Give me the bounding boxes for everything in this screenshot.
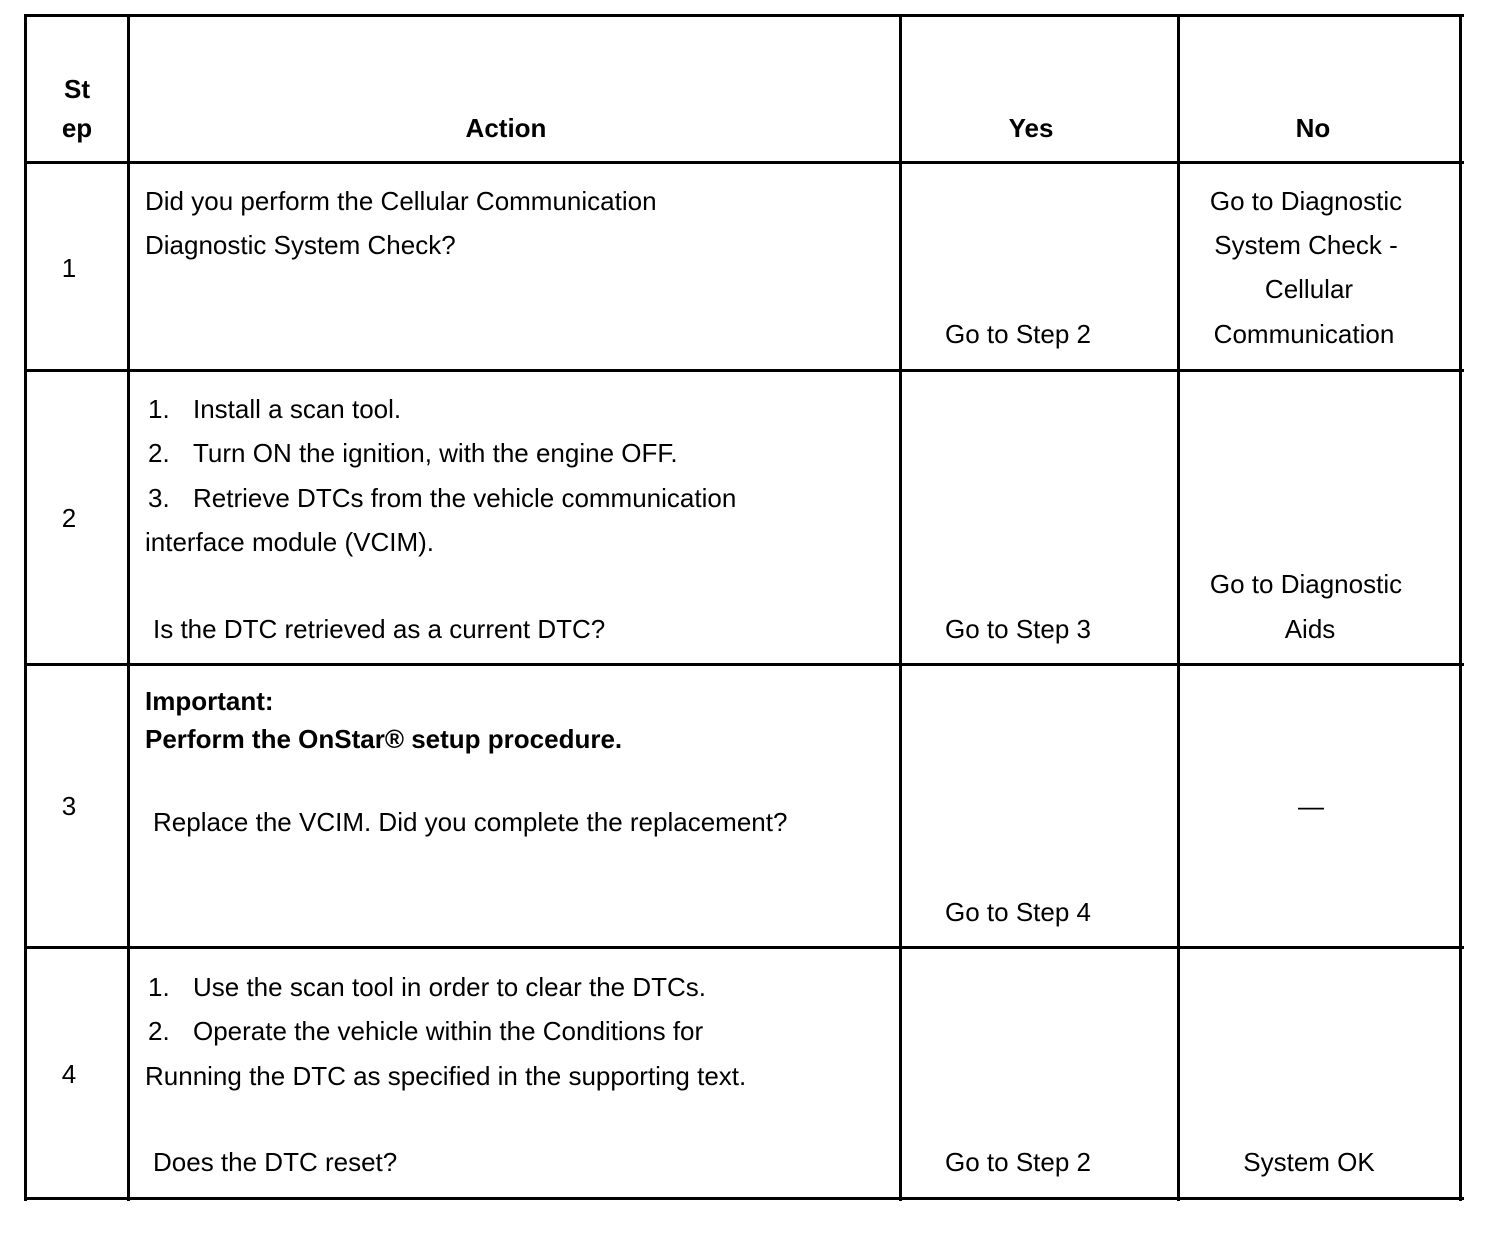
row-2-item-1-text: Install a scan tool.	[193, 394, 402, 424]
row-1-bottom-border	[24, 369, 1464, 372]
row-4-question: Does the DTC reset?	[153, 1147, 398, 1177]
row-2-yes: Go to Step 3	[945, 614, 1091, 644]
row-1-step: 1	[61, 253, 77, 283]
row-2-no-line-1: Go to Diagnostic	[1209, 569, 1403, 599]
row-4-no: System OK	[1243, 1147, 1375, 1177]
row-4-item-1-text: Use the scan tool in order to clear the …	[193, 972, 707, 1002]
row-3-step: 3	[61, 791, 77, 821]
row-4-item-2-text: Operate the vehicle within the Condition…	[193, 1016, 704, 1046]
table-left-border	[24, 14, 27, 1201]
row-3-yes: Go to Step 4	[945, 897, 1091, 927]
row-2-item-1-num: 1.	[148, 394, 170, 424]
table-top-border	[24, 14, 1464, 17]
row-3-important-text: Perform the OnStar® setup procedure.	[145, 724, 623, 754]
step-action-divider	[127, 14, 130, 1201]
row-1-yes: Go to Step 2	[945, 319, 1091, 349]
row-2-no-line-2: Aids	[1284, 614, 1336, 644]
header-step-line1: St	[64, 74, 90, 104]
row-1-action-line-2: Diagnostic System Check?	[145, 230, 456, 260]
row-4-yes: Go to Step 2	[945, 1147, 1091, 1177]
table-right-border	[1459, 14, 1462, 1201]
row-3-no: —	[1298, 791, 1324, 821]
row-1-no-line-3: Cellular	[1264, 274, 1354, 304]
row-2-question: Is the DTC retrieved as a current DTC?	[153, 614, 606, 644]
row-4-item-2-num: 2.	[148, 1016, 170, 1046]
row-2-item-3-text: Retrieve DTCs from the vehicle communica…	[193, 483, 737, 513]
row-1-no-line-2: System Check -	[1214, 230, 1398, 260]
yes-no-divider	[1177, 14, 1180, 1201]
row-3-question: Replace the VCIM. Did you complete the r…	[153, 807, 788, 837]
row-1-no-line-4: Communication	[1213, 319, 1395, 349]
row-4-step: 4	[61, 1059, 77, 1089]
row-2-item-3-num: 3.	[148, 483, 170, 513]
header-bottom-border	[24, 161, 1464, 164]
header-yes: Yes	[1008, 113, 1054, 143]
row-2-bottom-border	[24, 663, 1464, 666]
action-yes-divider	[899, 14, 902, 1201]
row-2-item-2-num: 2.	[148, 438, 170, 468]
row-4-action-continuation: Running the DTC as specified in the supp…	[145, 1061, 747, 1091]
row-2-step: 2	[61, 503, 77, 533]
header-no: No	[1295, 113, 1331, 143]
table-bottom-border	[24, 1197, 1464, 1200]
header-step-line2: ep	[61, 113, 93, 143]
row-3-bottom-border	[24, 946, 1464, 949]
row-3-important-label: Important:	[145, 686, 274, 716]
row-2-item-2-text: Turn ON the ignition, with the engine OF…	[193, 438, 678, 468]
row-4-item-1-num: 1.	[148, 972, 170, 1002]
header-action: Action	[465, 113, 547, 143]
row-2-action-continuation: interface module (VCIM).	[145, 527, 434, 557]
row-1-action-line-1: Did you perform the Cellular Communicati…	[145, 186, 657, 216]
row-1-no-line-1: Go to Diagnostic	[1209, 186, 1403, 216]
